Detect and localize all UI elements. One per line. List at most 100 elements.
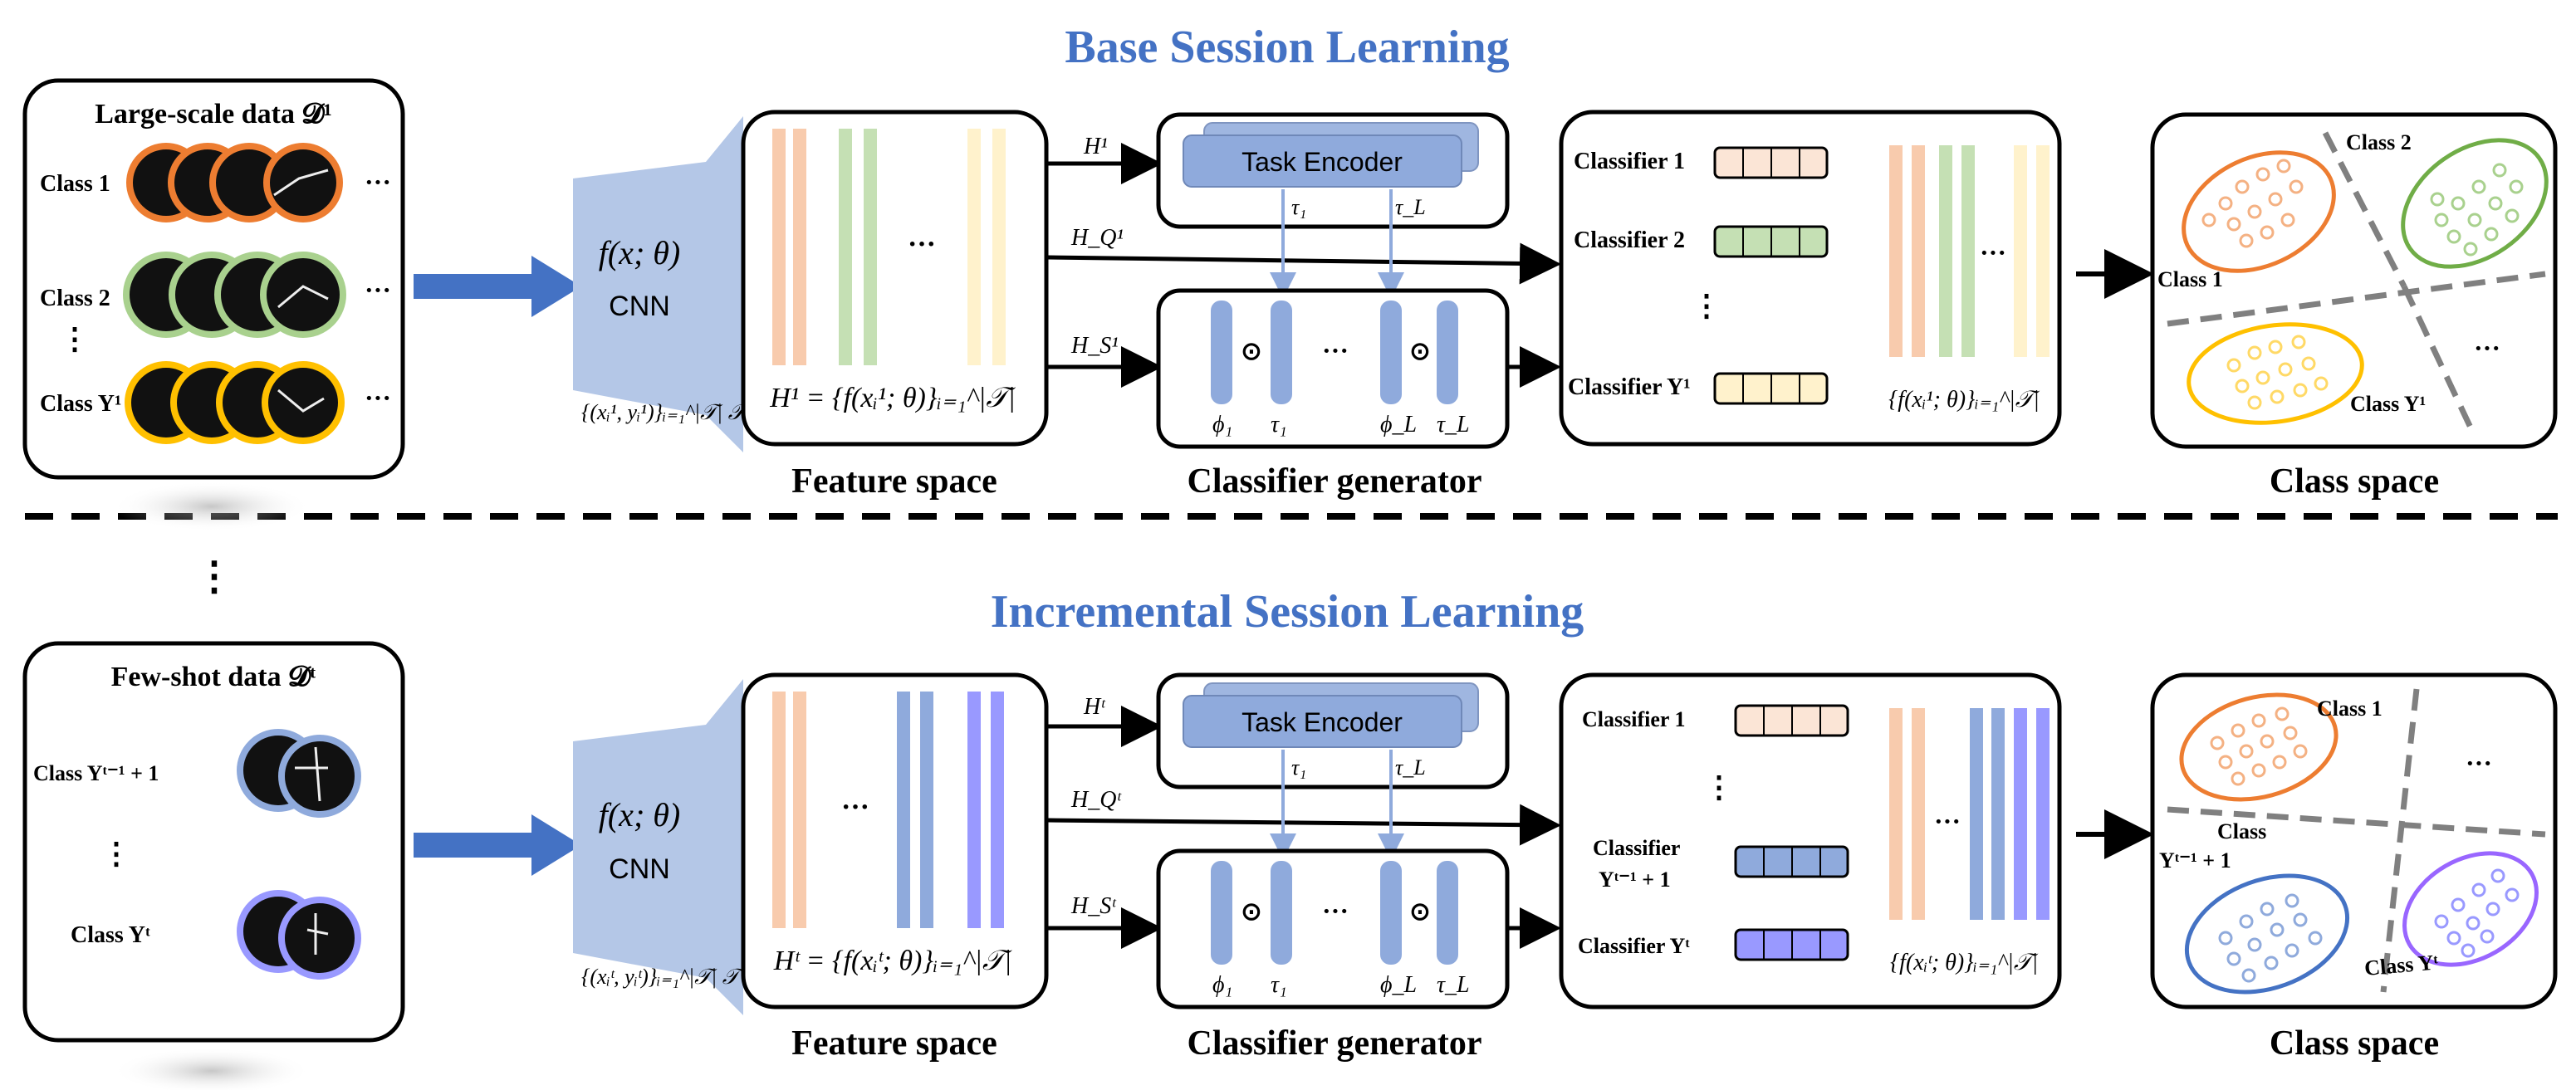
base-data-title: Large-scale data 𝓓¹	[95, 99, 332, 130]
inc-space-class1: Class 1	[2317, 697, 2383, 721]
inc-feature-formula: Hᵗ = {f(xᵢᵗ; θ)}ᵢ₌₁^|𝒯|	[773, 946, 1012, 976]
base-feature-hdots: ···	[908, 229, 936, 260]
base-classifier-bars	[1889, 145, 2050, 357]
base-row1-ellipsis: ···	[365, 167, 391, 197]
base-hq-arrow	[1047, 242, 1561, 285]
base-odot-2: ⊙	[1409, 338, 1430, 365]
base-generator-hdots: ···	[1322, 335, 1349, 365]
base-feature-bars	[772, 129, 1006, 365]
inc-class-first-images	[237, 729, 361, 818]
inc-h-label: Hᵗ	[1083, 694, 1106, 720]
base-class1-points	[2201, 159, 2304, 248]
inc-classLast-cluster	[2402, 851, 2539, 967]
base-class2-points	[2430, 163, 2524, 257]
base-classifier-2-vector	[1713, 225, 1829, 258]
inc-space-classNew-2: Yᵗ⁻¹ + 1	[2159, 848, 2231, 872]
base-tau1-bottom: τ₁	[1271, 412, 1287, 437]
base-generator-box	[1156, 288, 1510, 449]
base-session-title: Base Session Learning	[1065, 22, 1509, 73]
inc-tau1-bottom: τ₁	[1271, 972, 1287, 998]
inc-classifier-last: Classifier Yᵗ	[1578, 934, 1690, 958]
base-phiL: ϕ_L	[1380, 412, 1417, 437]
base-space-hdots: ···	[2474, 333, 2500, 363]
base-classifier-1: Classifier 1	[1574, 149, 1685, 174]
base-task-encoder-label: Task Encoder	[1241, 147, 1403, 177]
base-class1-images	[126, 143, 343, 222]
base-cnn-block	[573, 116, 743, 452]
base-feature-formula: H¹ = {f(xᵢ¹; θ)}ᵢ₌₁^|𝒯|	[769, 383, 1016, 413]
inc-space-caption: Class space	[2270, 1024, 2439, 1063]
base-odot-1: ⊙	[1241, 338, 1261, 365]
inc-classifier-hdots: ···	[1934, 806, 1961, 836]
inc-hq-label: H_Qᵗ	[1070, 787, 1122, 813]
base-classifier-y-vector	[1713, 372, 1829, 405]
base-row2-ellipsis: ···	[365, 275, 391, 305]
inc-classifier-1-vector	[1734, 704, 1849, 737]
base-task-encoder	[1183, 134, 1462, 188]
session-vdots: ⋮	[194, 555, 234, 599]
inc-tau1-top: τ₁	[1291, 755, 1306, 780]
base-classY-images	[125, 361, 345, 444]
base-feature-caption: Feature space	[791, 462, 997, 501]
inc-hq-arrow	[1047, 804, 1561, 846]
inc-tauL-top: τ_L	[1395, 755, 1426, 780]
inc-classifier-last-vector	[1734, 928, 1849, 961]
inc-classifier-vdots: ⋮	[1704, 770, 1734, 804]
base-class-y-label: Class Y¹	[40, 391, 121, 417]
base-class1-cluster	[2182, 150, 2336, 273]
inc-feature-hdots: ···	[841, 792, 869, 823]
inc-class-last-images	[237, 890, 361, 980]
base-classifier-2: Classifier 2	[1574, 227, 1685, 253]
base-cnn-label: CNN	[609, 291, 670, 322]
base-tauL-bottom: τ_L	[1437, 412, 1470, 437]
base-cnn-func: f(x; θ)	[599, 234, 680, 271]
inc-task-encoder-label: Task Encoder	[1241, 707, 1403, 737]
base-row3-ellipsis: ···	[365, 383, 391, 413]
base-classifier-y: Classifier Y¹	[1568, 374, 1691, 400]
inc-feature-bars	[772, 692, 1004, 928]
base-class2-images	[123, 252, 346, 338]
base-input-arrow	[414, 256, 581, 317]
inc-class-space-boundaries	[2167, 688, 2546, 993]
base-space-classY: Class Y¹	[2350, 392, 2426, 416]
base-h-label: H¹	[1083, 134, 1108, 159]
inc-class1-points	[2210, 706, 2308, 786]
inc-cnn-block	[573, 679, 743, 1015]
inc-task-encoder	[1183, 695, 1462, 748]
inc-phi1: ϕ₁	[1212, 972, 1232, 998]
inc-class-space-box	[2150, 672, 2558, 1009]
inc-data-box-shadow	[112, 1048, 311, 1090]
base-classifier-formula: {f(xᵢ¹; θ)}ᵢ₌₁^|𝒯|	[1888, 387, 2040, 413]
inc-classifier-new-2: Yᵗ⁻¹ + 1	[1599, 868, 1671, 892]
inc-class-first-label: Class Yᵗ⁻¹ + 1	[33, 761, 159, 785]
base-class2-cluster	[2401, 138, 2549, 269]
inc-class-vdots: ⋮	[101, 837, 131, 870]
inc-classifier-bars	[1889, 708, 2050, 920]
base-class-2-label: Class 2	[40, 286, 110, 311]
base-hq-label: H_Q¹	[1070, 225, 1124, 251]
base-classY-points	[2226, 335, 2329, 410]
inc-data-box	[22, 641, 405, 1043]
inc-tauL-bottom: τ_L	[1437, 972, 1470, 998]
inc-classifier-1: Classifier 1	[1582, 707, 1685, 731]
base-tau1-top: τ₁	[1291, 195, 1306, 219]
inc-classNew-cluster	[2184, 873, 2350, 995]
inc-classifier-formula: {f(xᵢᵗ; θ)}ᵢ₌₁^|𝒯|	[1890, 950, 2039, 975]
inc-generator-box	[1156, 848, 1510, 1009]
inc-space-hdots: ···	[2466, 748, 2492, 778]
base-space-class1: Class 1	[2157, 267, 2223, 291]
base-class-space-boundaries	[2167, 131, 2546, 429]
inc-classifier-new-vector	[1734, 845, 1849, 878]
base-classifier-1-vector	[1713, 146, 1829, 179]
base-class-1-label: Class 1	[40, 171, 110, 197]
base-tauL-top: τ_L	[1395, 195, 1426, 219]
inc-class1-cluster	[2179, 692, 2338, 802]
base-generator-caption: Classifier generator	[1188, 462, 1482, 501]
base-classifier-hdots: ···	[1980, 237, 2006, 267]
inc-space-classNew-1: Class	[2217, 819, 2266, 843]
inc-data-title: Few-shot data 𝓓ᵗ	[111, 662, 316, 692]
inc-odot-1: ⊙	[1241, 898, 1261, 926]
base-phi1: ϕ₁	[1212, 412, 1232, 437]
base-hs-label: H_S¹	[1070, 333, 1119, 359]
